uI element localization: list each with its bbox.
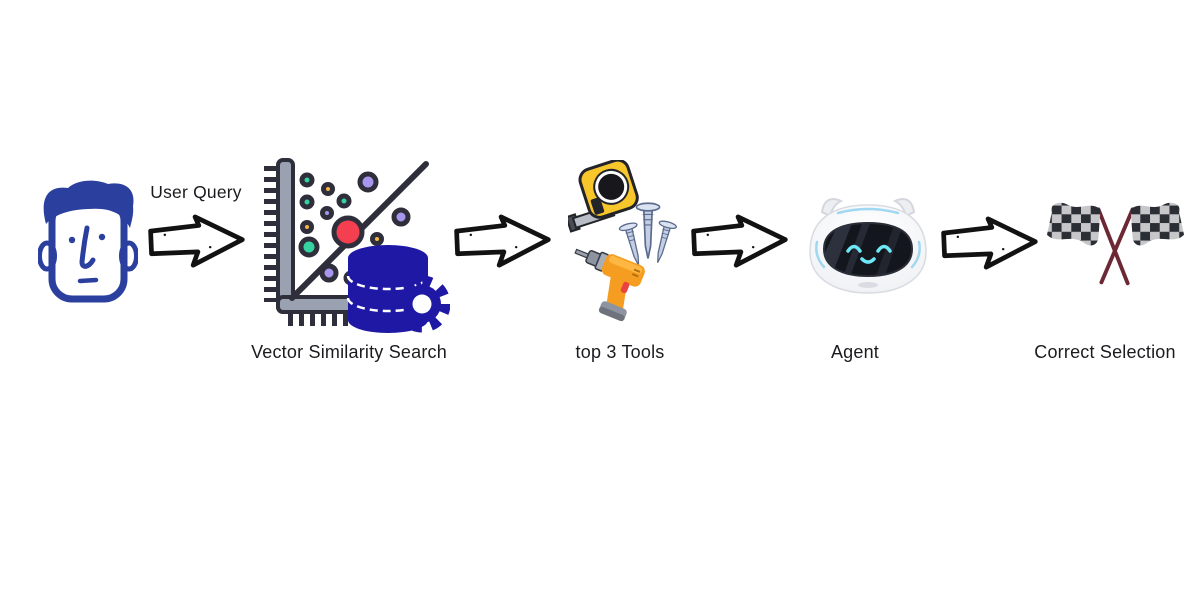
checkered-flags-icon (1046, 202, 1185, 286)
drill-icon (574, 248, 645, 322)
robot-agent-icon (809, 198, 927, 294)
tape-measure-icon (568, 160, 639, 233)
tools-icon (568, 160, 678, 322)
label-agent: Agent (830, 342, 880, 362)
right-flag (1130, 202, 1185, 246)
label-top-3-tools: top 3 Tools (575, 342, 665, 362)
robot-face (846, 244, 892, 264)
user-query-label: User Query (150, 182, 242, 202)
nails-icon (618, 202, 678, 269)
flow-arrow-icon (687, 214, 791, 269)
flow-arrow-icon (450, 214, 554, 269)
user-face-icon (38, 180, 138, 303)
vector-similarity-search-icon (264, 158, 450, 333)
flow-arrow-icon (144, 214, 248, 269)
left-flag (1046, 202, 1101, 246)
gear-icon (393, 275, 450, 333)
flow-arrow-icon (937, 216, 1041, 271)
label-vector-similarity-search: Vector Similarity Search (251, 342, 447, 362)
label-correct-selection: Correct Selection (1034, 342, 1176, 362)
